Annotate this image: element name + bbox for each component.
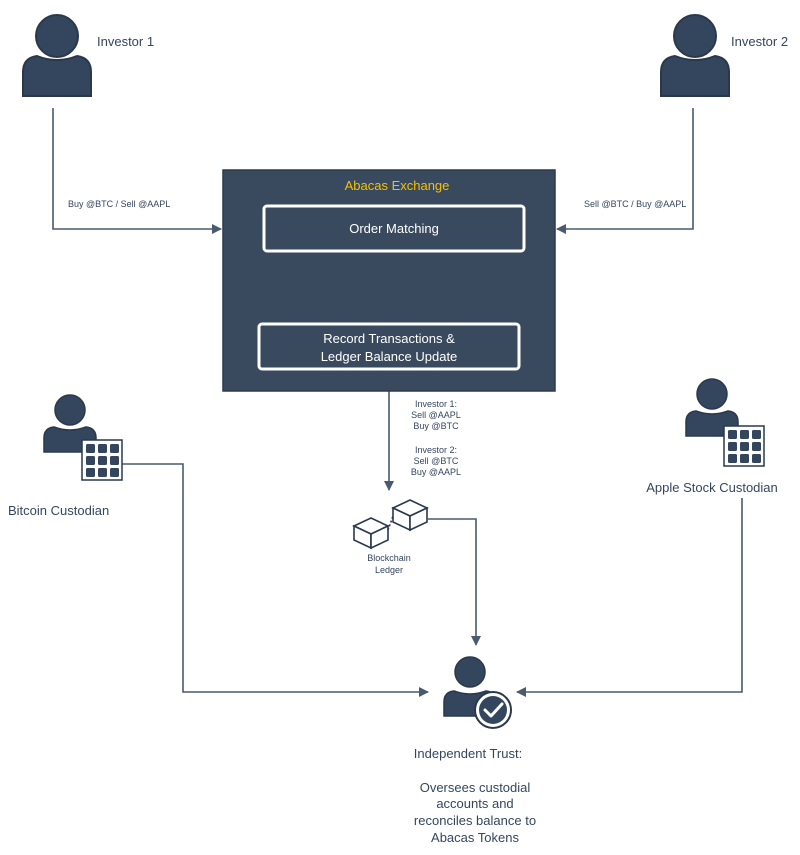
record-transactions-line2: Ledger Balance Update [321, 349, 458, 364]
tx-investor1-line2: Buy @BTC [413, 421, 459, 431]
edge-apple-trust [516, 498, 743, 697]
tx-investor2-title: Investor 2: [415, 445, 457, 455]
edge-label-investor1: Buy @BTC / Sell @AAPL [68, 199, 170, 209]
tx-investor2-line2: Buy @AAPL [411, 467, 461, 477]
trust-desc-line4: Abacas Tokens [431, 830, 519, 845]
investor-2-label: Investor 2 [731, 34, 788, 49]
tx-investor2-line1: Sell @BTC [414, 456, 459, 466]
trust-desc-line3: reconciles balance to [414, 813, 536, 828]
transaction-notes: Investor 1: Sell @AAPL Buy @BTC Investor… [411, 399, 461, 477]
person-icon [22, 14, 92, 97]
trust-title: Independent Trust: [414, 746, 522, 761]
blockchain-icon [352, 499, 429, 550]
independent-trust-node: Independent Trust: Oversees custodial ac… [414, 656, 536, 845]
edge-investor1-exchange [52, 108, 222, 234]
ledger-label-line2: Ledger [375, 565, 403, 575]
order-matching-label: Order Matching [349, 221, 439, 236]
custodian-icon [43, 394, 123, 481]
connectors [52, 108, 743, 697]
record-transactions-line1: Record Transactions & [323, 331, 455, 346]
edge-investor2-exchange [556, 108, 694, 234]
edge-ledger-trust [428, 518, 481, 646]
person-icon [660, 14, 730, 97]
trust-desc-line2: accounts and [436, 796, 513, 811]
bitcoin-custodian-label: Bitcoin Custodian [8, 503, 109, 518]
trust-desc-line1: Oversees custodial [420, 780, 531, 795]
tx-investor1-line1: Sell @AAPL [411, 410, 461, 420]
record-transactions-box: Record Transactions & Ledger Balance Upd… [257, 322, 521, 371]
bitcoin-custodian-node: Bitcoin Custodian [8, 394, 123, 518]
apple-custodian-label: Apple Stock Custodian [646, 480, 778, 495]
verified-person-icon [443, 656, 512, 729]
exchange-title: Abacas Exchange [345, 178, 450, 193]
edge-bitcoin-trust [122, 463, 429, 697]
investor-1-node: Investor 1 [22, 14, 154, 97]
apple-custodian-node: Apple Stock Custodian [646, 378, 778, 495]
blockchain-ledger-node: Blockchain Ledger [352, 499, 429, 575]
abacas-exchange-box: Abacas Exchange Order Matching Record Tr… [222, 169, 556, 392]
tx-investor1-title: Investor 1: [415, 399, 457, 409]
custodian-icon [685, 378, 765, 467]
investor-2-node: Investor 2 [660, 14, 788, 97]
order-matching-box: Order Matching [262, 204, 526, 253]
edge-label-investor2: Sell @BTC / Buy @AAPL [584, 199, 686, 209]
ledger-label-line1: Blockchain [367, 553, 411, 563]
investor-1-label: Investor 1 [97, 34, 154, 49]
